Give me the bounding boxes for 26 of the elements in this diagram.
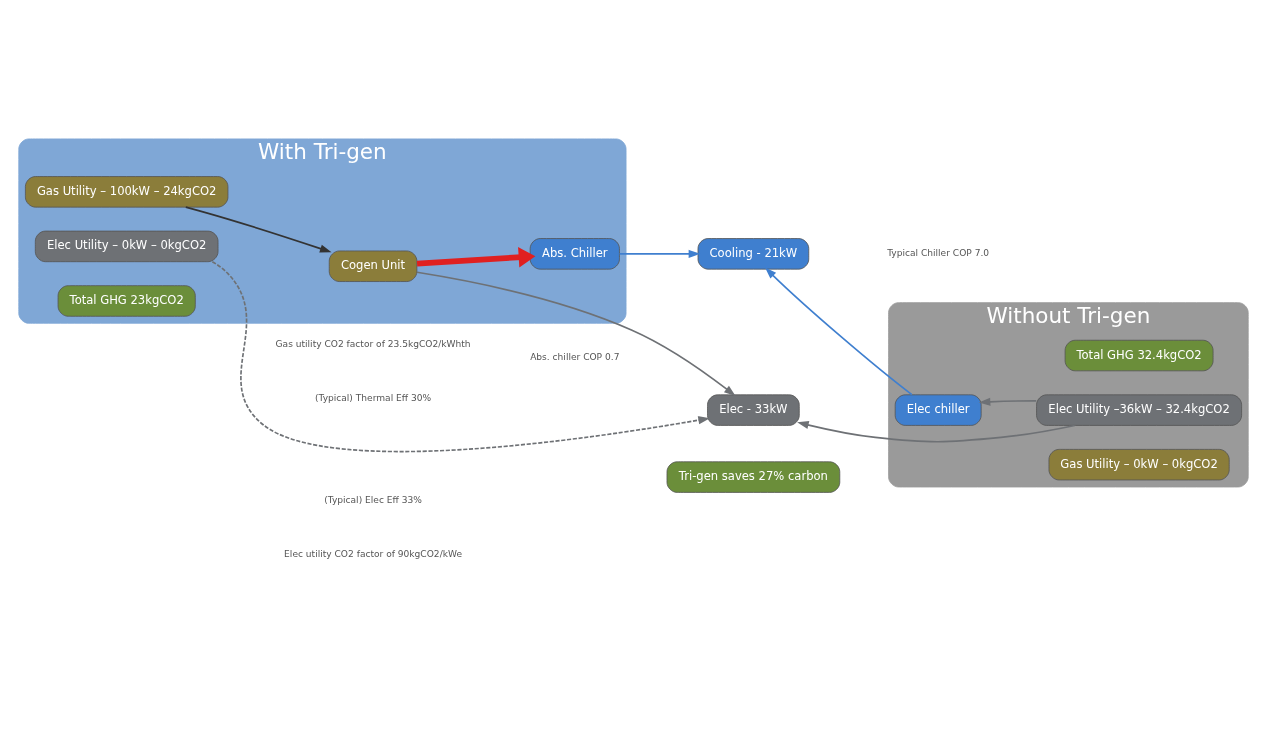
node-box: Cogen Unit: [328, 250, 418, 282]
label: Gas utility CO2 factor of 23.5kgCO2/kWhth: [275, 339, 471, 350]
arrow: [618, 249, 701, 258]
label: (Typical) Elec Eff 33%: [324, 495, 422, 506]
node-box: Elec chiller: [894, 394, 982, 426]
node-box: Total GHG 23kgCO2: [57, 285, 196, 317]
node-box: Elec Utility –36kW – 32.4kgCO2: [1036, 394, 1243, 426]
arrow: [416, 247, 536, 268]
node-box: Tri-gen saves 27% carbon: [666, 461, 841, 493]
label: (Typical) Thermal Eff 30%: [314, 392, 432, 403]
label: Typical Chiller COP 7.0: [887, 248, 990, 259]
node-box: Cooling - 21kW: [697, 238, 810, 270]
node-box: Elec Utility – 0kW – 0kgCO2: [34, 230, 219, 263]
arrow: [211, 260, 710, 453]
arrow: [978, 397, 1038, 406]
node-box: Gas Utility – 0kW – 0kgCO2: [1048, 448, 1230, 481]
label: Abs. chiller COP 0.7: [530, 351, 620, 362]
node-box: Gas Utility – 100kW – 24kgCO2: [24, 176, 229, 208]
arrow: [416, 271, 736, 397]
arrow: [185, 206, 332, 253]
node-box: Abs. Chiller: [529, 238, 620, 270]
arrow: [765, 267, 913, 396]
node-box: Elec - 33kW: [707, 394, 800, 426]
label: Elec utility CO2 factor of 90kgCO2/kWe: [284, 549, 462, 560]
node-box: Total GHG 32.4kgCO2: [1064, 339, 1214, 372]
arrow: [797, 421, 1076, 443]
